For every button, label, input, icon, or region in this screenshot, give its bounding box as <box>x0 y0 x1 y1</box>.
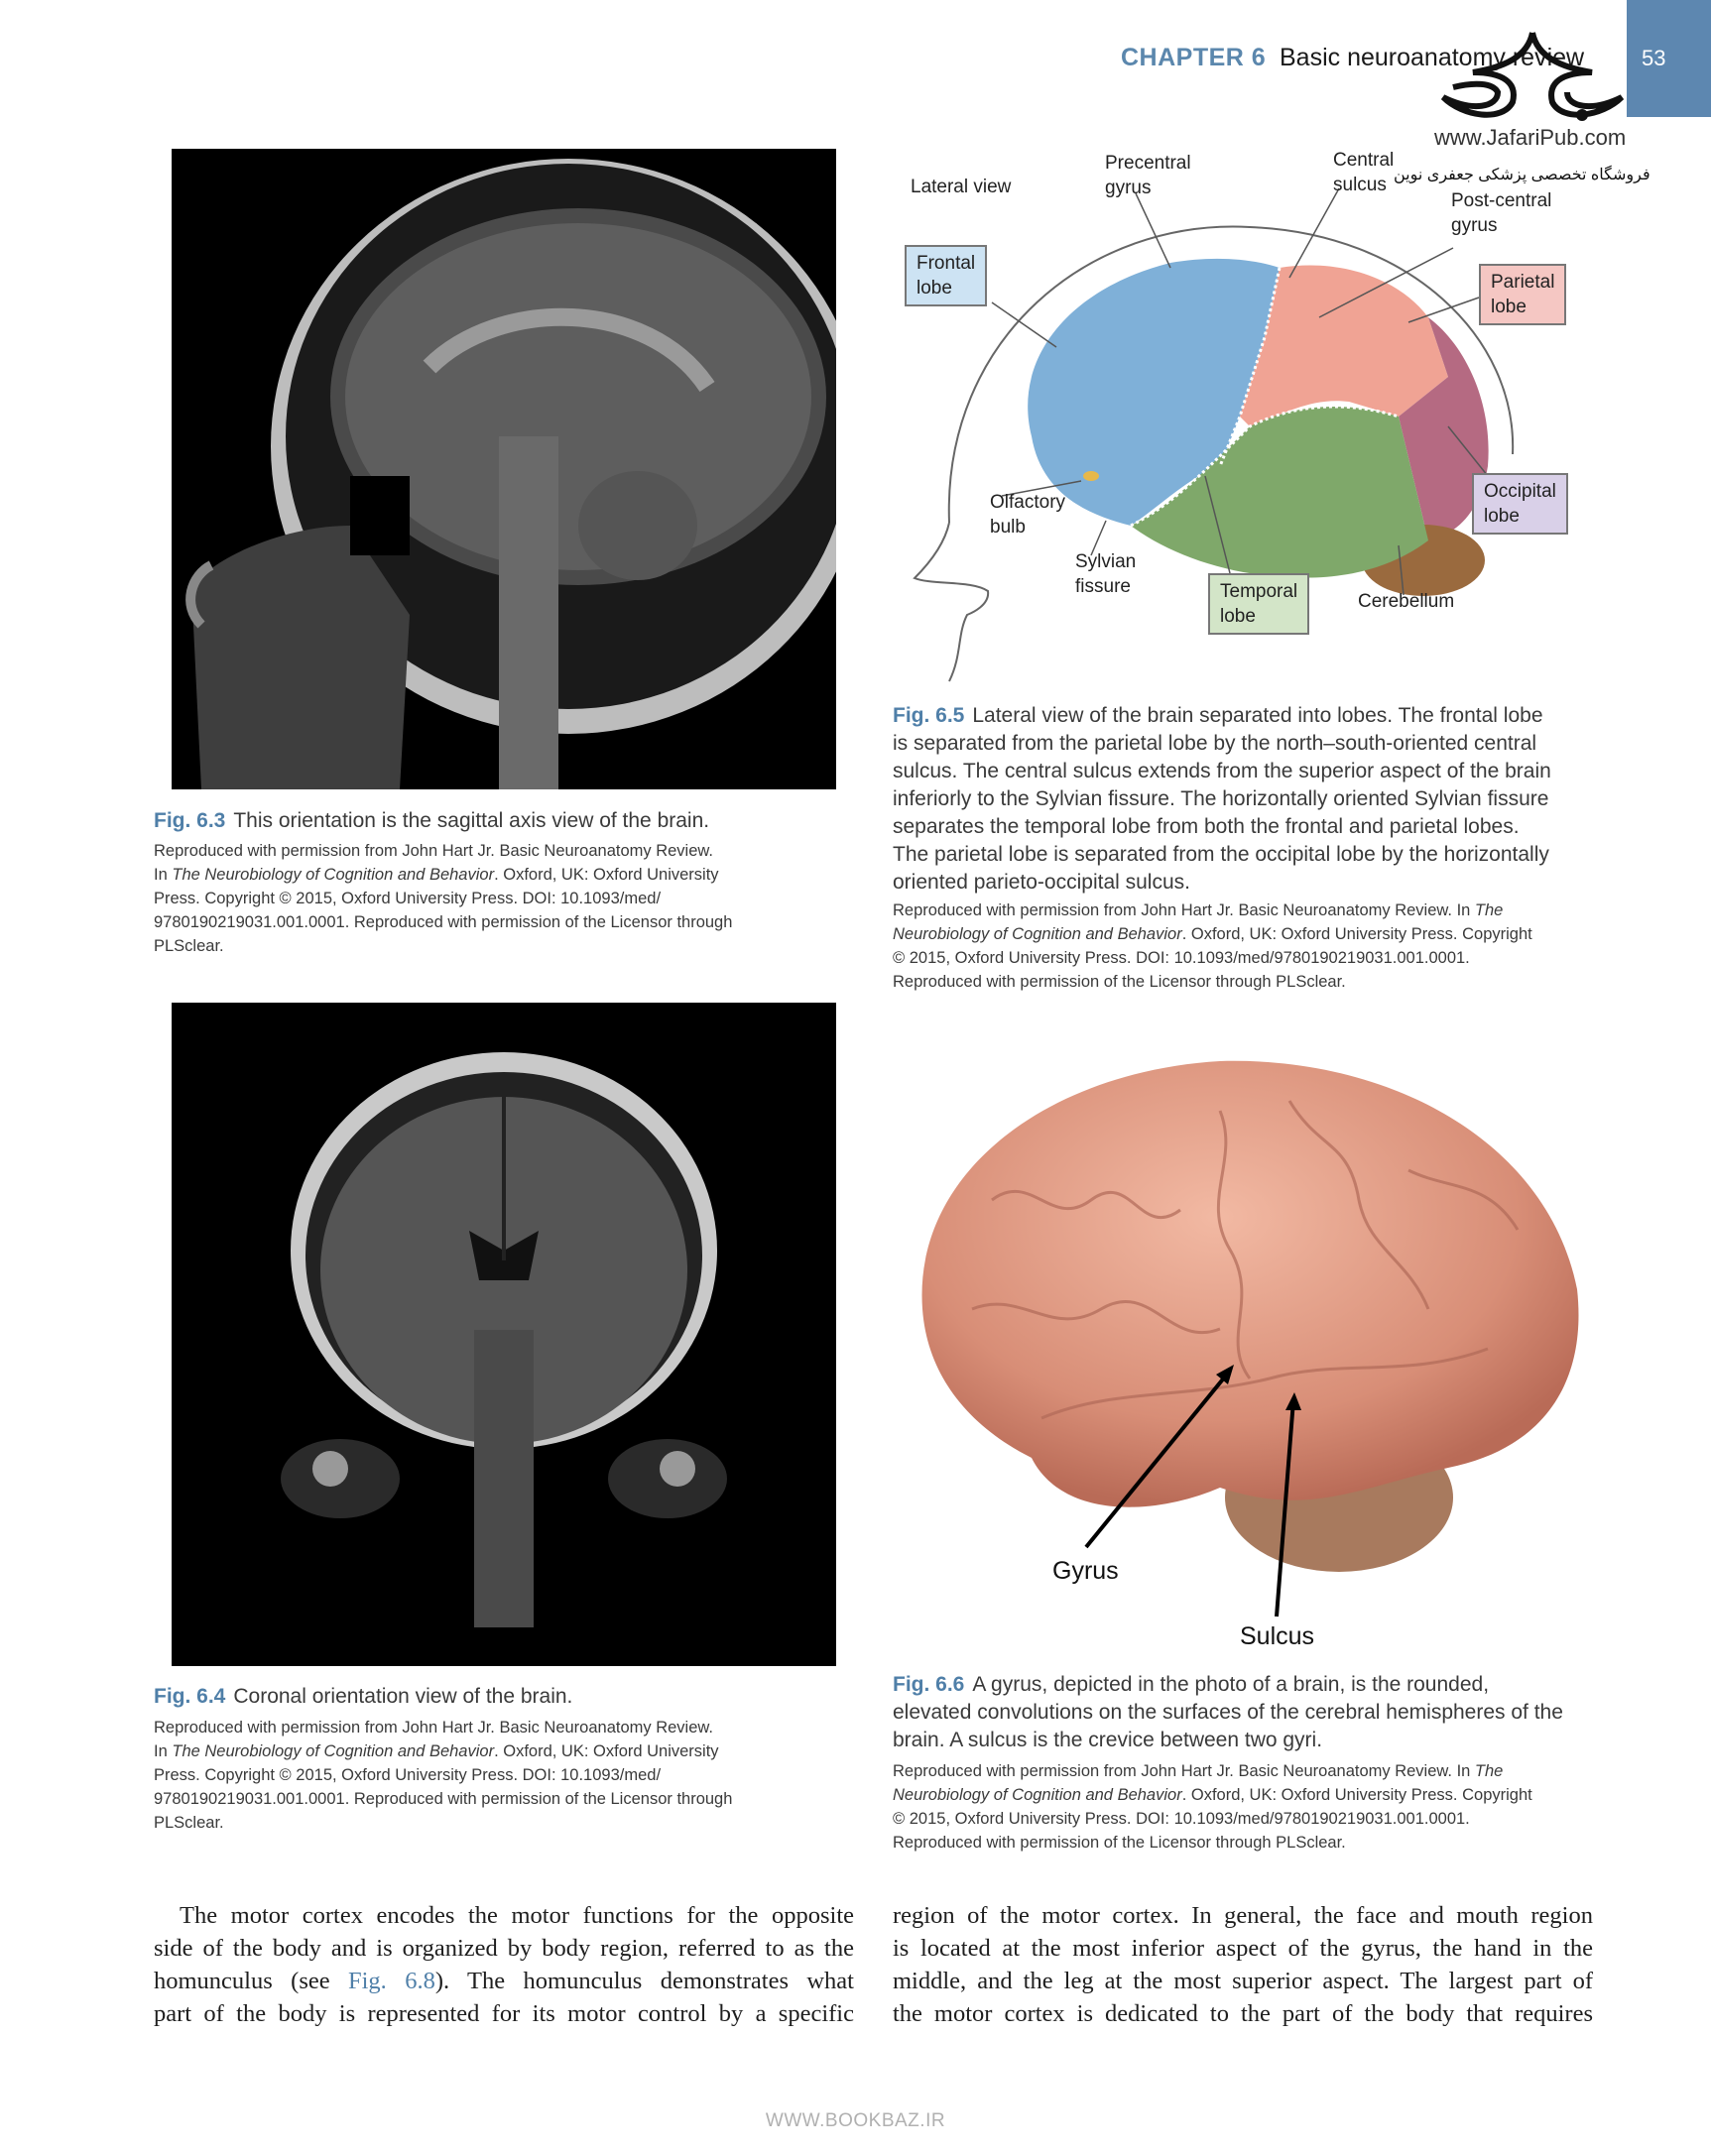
lateral-brain-diagram <box>913 187 1515 682</box>
watermark-logo-icon <box>1440 32 1625 121</box>
fig-6-5-label: Fig. 6.5 <box>893 704 965 727</box>
fig-6-5-credit: Reproduced with permission from John Har… <box>893 901 1532 991</box>
watermark-persian-text: فروشگاه تخصصی پزشکی جعفری نوین <box>1394 167 1650 183</box>
occipital-lobe <box>1399 317 1489 540</box>
credit-line: Reproduced with permission from John Har… <box>154 842 713 860</box>
credit-line: Press. Copyright © 2015, Oxford Universi… <box>154 890 662 907</box>
label-cerebellum: Cerebellum <box>1358 591 1455 612</box>
fig-6-6-label: Fig. 6.6 <box>893 1673 965 1696</box>
fig-6-6-credit: Reproduced with permission from John Har… <box>893 1762 1532 1852</box>
parietal-lobe <box>1240 265 1448 426</box>
page-number: 53 <box>1642 46 1666 70</box>
fig-6-4-credit: Reproduced with permission from John Har… <box>154 1719 733 1832</box>
gyrus-label: Gyrus <box>1052 1557 1119 1585</box>
temporal-lobe <box>1131 406 1428 578</box>
chapter-title: Basic neuroanatomy review <box>1280 44 1585 71</box>
coronal-mri-image <box>172 1003 836 1666</box>
fig-6-3-caption: Fig. 6.3 This orientation is the sagittal… <box>154 807 709 835</box>
chapter-label: CHAPTER 6 <box>1121 44 1267 71</box>
label-lateral-view: Lateral view <box>911 177 1012 197</box>
fig-6-3-caption-text: This orientation is the sagittal axis vi… <box>233 809 710 832</box>
brain-photo <box>921 1060 1579 1617</box>
sagittal-mri-image <box>172 149 836 789</box>
credit-line: 9780190219031.001.0001. Reproduced with … <box>154 913 733 931</box>
sulcus-label: Sulcus <box>1240 1622 1315 1650</box>
credit-line: PLSclear. <box>154 937 224 955</box>
fig-6-3-label: Fig. 6.3 <box>154 809 226 832</box>
credit-line: In The Neurobiology of Cognition and Beh… <box>154 866 719 884</box>
fig-6-8-link[interactable]: Fig. 6.8 <box>348 1968 435 1994</box>
body-text-left: The motor cortex encodes the motor funct… <box>154 1902 854 2027</box>
watermark-url: www.JafariPub.com <box>1434 125 1627 150</box>
fig-6-3-credit: Reproduced with permission from John Har… <box>154 839 732 958</box>
body-text-right: region of the motor cortex. In general, … <box>893 1902 1593 2027</box>
footer-watermark: WWW.BOOKBAZ.IR <box>765 2110 946 2131</box>
page-number-tab <box>1627 0 1711 117</box>
fig-6-4-label: Fig. 6.4 <box>154 1685 226 1708</box>
